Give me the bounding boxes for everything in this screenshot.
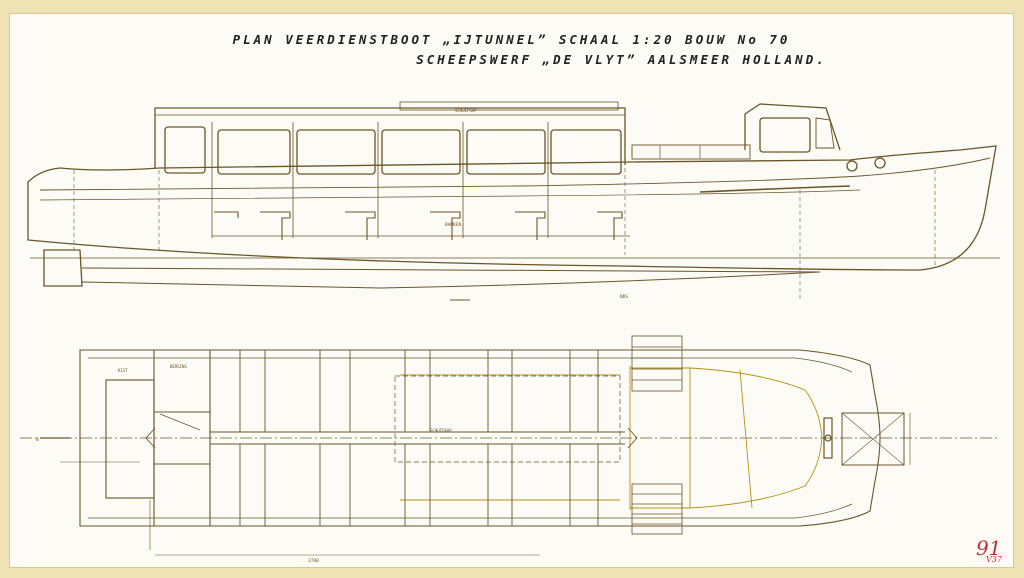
svg-text:BANKEN: BANKEN xyxy=(445,222,462,228)
stairs xyxy=(631,335,683,535)
cabin-window xyxy=(217,129,291,175)
wheelhouse xyxy=(744,103,841,151)
svg-text:NDS: NDS xyxy=(620,294,628,300)
svg-text:KIST: KIST xyxy=(118,368,128,373)
porthole xyxy=(846,160,858,172)
deck-rail xyxy=(631,144,751,160)
porthole xyxy=(874,157,886,169)
skylight-outline xyxy=(394,375,621,463)
drawing-sheet: PLAN VEERDIENSTBOOT „IJTUNNEL” SCHAAL 1:… xyxy=(10,14,1013,567)
cabin-window xyxy=(381,129,461,175)
cabin-window xyxy=(296,129,376,175)
benches xyxy=(214,211,623,240)
deck-outline xyxy=(79,349,881,527)
roof-skylight xyxy=(399,101,619,111)
drawing-title: PLAN VEERDIENSTBOOT „IJTUNNEL” SCHAAL 1:… xyxy=(232,32,791,47)
rudder xyxy=(43,249,83,287)
wheelhouse-window xyxy=(759,117,811,153)
side-elevation: BANKEN SCHUIFKAP NDS xyxy=(27,101,1000,301)
svg-text:3780: 3780 xyxy=(308,558,319,564)
cabin-outline xyxy=(154,107,626,168)
svg-text:B: B xyxy=(36,437,39,443)
bollard xyxy=(823,417,833,459)
deck-benches xyxy=(210,350,625,526)
svg-text:SCHUIFKAP: SCHUIFKAP xyxy=(430,428,452,433)
hull-outline xyxy=(27,145,997,271)
svg-text:BERGING: BERGING xyxy=(170,364,187,369)
shipyard-subtitle: SCHEEPSWERF „DE VLYT” AALSMEER HOLLAND. xyxy=(416,52,827,67)
deck-plan: B KIST BERGING SCHUIFKAP 3780 xyxy=(20,335,1000,564)
svg-text:SCHUIFKAP: SCHUIFKAP xyxy=(455,108,477,113)
cabin-window xyxy=(164,126,206,174)
sheet-subnumber: V37 xyxy=(986,555,1002,564)
cabin-window xyxy=(466,129,546,175)
sheet-number: 91 xyxy=(976,536,1002,560)
cabin-window xyxy=(550,129,622,175)
fore-hatch xyxy=(841,412,905,466)
